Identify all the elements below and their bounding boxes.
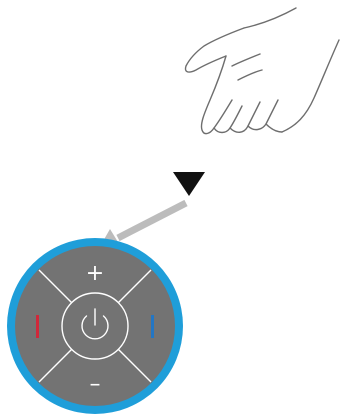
pointing-hand-icon <box>185 8 339 134</box>
remote-controller: + – <box>7 238 183 414</box>
plus-button[interactable]: + <box>86 261 104 286</box>
minus-button[interactable]: – <box>90 372 101 397</box>
down-triangle-marker <box>173 172 205 196</box>
right-indicator[interactable] <box>151 315 154 338</box>
power-button[interactable] <box>62 293 128 359</box>
left-indicator[interactable] <box>36 315 39 338</box>
